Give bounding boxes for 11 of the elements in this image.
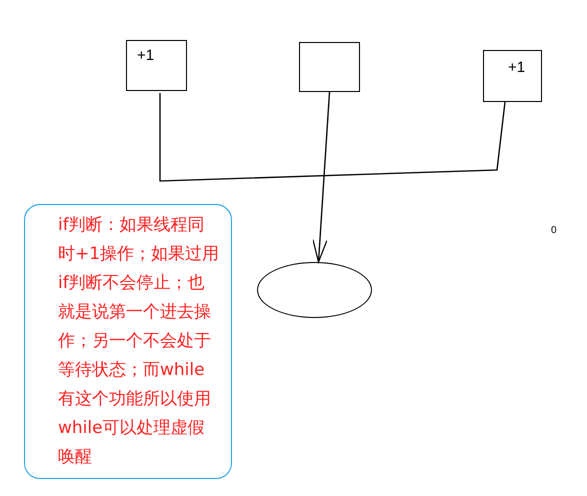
empty-box — [299, 42, 360, 92]
connector-line — [159, 93, 506, 182]
note-text: if判断：如果线程同时+1操作；如果过用if判断不会停止；也就是说第一个进去操作；另一个不会处于等待状态；而while有这个功能所以使用while可以处理虚假唤醒 — [58, 214, 220, 469]
box-label: +1 — [508, 59, 526, 76]
note-box — [24, 204, 232, 479]
arrow — [312, 92, 330, 263]
stray-mark: 0 — [551, 225, 557, 236]
counter-box — [483, 50, 542, 102]
box-label: +1 — [137, 47, 154, 64]
ellipse — [257, 262, 372, 318]
counter-box — [126, 40, 187, 91]
